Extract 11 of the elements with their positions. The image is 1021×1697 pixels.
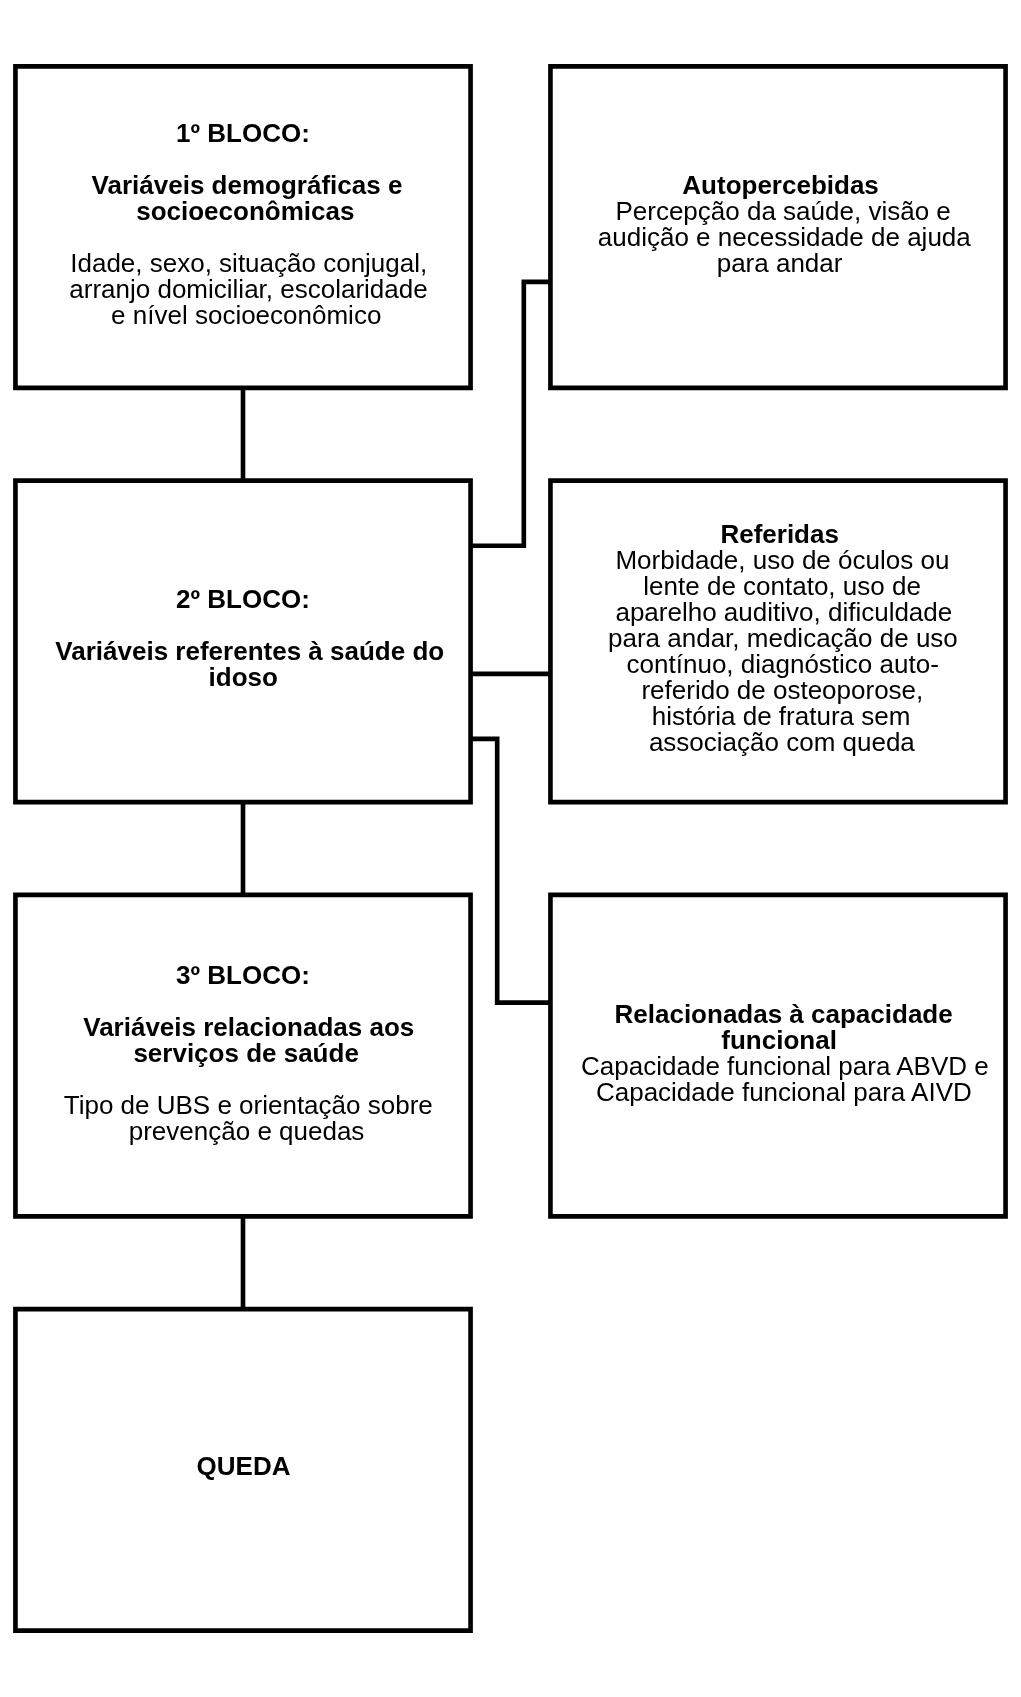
node-box: 1º BLOCO: Variáveis demográficas e socioeconômicas Idade, sexo, situação conjugal, arranjo domiciliar, escolaridade e nível socioeconômico bbox=[13, 64, 473, 391]
connector bbox=[240, 802, 246, 895]
node-box: QUEDA bbox=[13, 1306, 473, 1633]
node-box: 2º BLOCO: Variáveis referentes à saúde do idoso bbox=[13, 478, 473, 805]
node-box: Referidas Morbidade, uso de óculos ou lente de contato, uso de aparelho auditivo, dificuldade para andar, medicação de uso contínuo, diagnóstico auto-referido de osteoporose, história de fratura sem associação com queda bbox=[548, 478, 1008, 805]
node-box: Autopercebidas Percepção da saúde, visão e audição e necessidade de ajuda para andar bbox=[548, 64, 1008, 391]
node-box: Relacionadas à capacidade funcional Capacidade funcional para ABVD e Capacidade funcional para AIVD bbox=[548, 892, 1008, 1219]
connector bbox=[240, 1216, 246, 1309]
node-box: 3º BLOCO: Variáveis relacionadas aos serviços de saúde Tipo de UBS e orientação sobre prevenção e quedas bbox=[13, 892, 473, 1219]
connector bbox=[471, 671, 550, 677]
connector bbox=[240, 387, 246, 480]
